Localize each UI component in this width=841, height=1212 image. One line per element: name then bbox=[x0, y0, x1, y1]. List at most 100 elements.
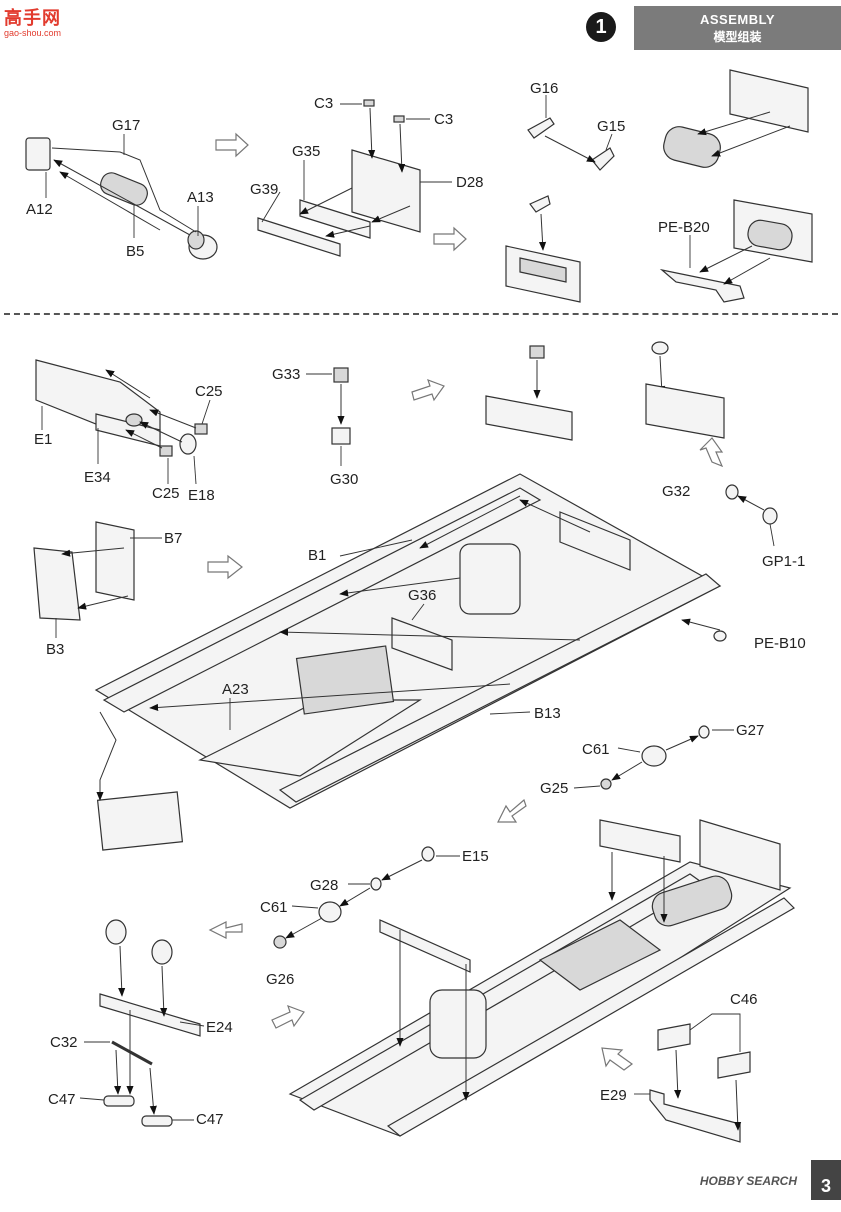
subassembly-upper-brackets bbox=[485, 341, 725, 468]
label-e15: E15 bbox=[462, 848, 489, 865]
assembled-chassis bbox=[288, 819, 795, 1137]
part-c25-top bbox=[194, 423, 208, 435]
label-g16: G16 bbox=[530, 80, 558, 97]
label-b13: B13 bbox=[534, 705, 561, 722]
part-g26 bbox=[273, 935, 287, 949]
label-c25-bottom: C25 bbox=[152, 485, 180, 502]
subassembly-c61-lower: E15 G28 C61 G26 bbox=[260, 846, 489, 988]
part-b5-drum bbox=[100, 172, 148, 206]
site-logo-title: 高手网 bbox=[4, 8, 61, 29]
part-g16-lever bbox=[527, 117, 555, 139]
label-b3: B3 bbox=[46, 641, 64, 658]
label-a23: A23 bbox=[222, 681, 249, 698]
part-g33 bbox=[333, 367, 349, 383]
label-g32: G32 bbox=[662, 483, 690, 500]
part-gp1-1 bbox=[762, 507, 778, 525]
main-chassis-frame: B1 G36 A23 B13 bbox=[94, 473, 722, 851]
part-g30 bbox=[331, 427, 351, 445]
hollow-arrow-icon bbox=[601, 1047, 634, 1071]
part-c32-rod bbox=[111, 1040, 153, 1066]
assembled-front-bracket bbox=[599, 819, 681, 863]
label-g30: G30 bbox=[330, 471, 358, 488]
label-c61-upper: C61 bbox=[582, 741, 610, 758]
hollow-arrow-icon bbox=[411, 378, 445, 402]
label-g25: G25 bbox=[540, 780, 568, 797]
assembled-rear-bracket bbox=[379, 919, 471, 973]
label-g35: G35 bbox=[292, 143, 320, 160]
part-a23-tray bbox=[198, 699, 423, 777]
part-c61-lower bbox=[318, 901, 342, 923]
part-c47-left bbox=[103, 1095, 135, 1107]
subassembly-g32-gp1: G32 GP1-1 PE-B10 bbox=[662, 483, 806, 652]
assembled-chassis-outline bbox=[288, 861, 792, 1137]
part-c3-right bbox=[393, 115, 405, 123]
label-c47-right: C47 bbox=[196, 1111, 224, 1128]
label-e29: E29 bbox=[600, 1087, 627, 1104]
label-c61-lower: C61 bbox=[260, 899, 288, 916]
label-e1: E1 bbox=[34, 431, 52, 448]
label-c3-top: C3 bbox=[314, 95, 333, 112]
hollow-arrow-icon bbox=[271, 1004, 305, 1029]
label-g15: G15 bbox=[597, 118, 625, 135]
part-c3-top bbox=[363, 99, 375, 107]
assembled-gearbox bbox=[429, 989, 487, 1059]
hollow-arrow-icon bbox=[215, 132, 249, 158]
part-rear-bumper bbox=[96, 791, 184, 851]
label-e24: E24 bbox=[206, 1019, 233, 1036]
subassembly-gearbox: B7 B3 bbox=[33, 521, 182, 658]
label-g26: G26 bbox=[266, 971, 294, 988]
site-logo: 高手网 gao-shou.com bbox=[4, 4, 74, 42]
hollow-arrow-icon bbox=[497, 798, 527, 823]
part-c61-upper bbox=[641, 745, 667, 767]
label-c3-right: C3 bbox=[434, 111, 453, 128]
label-b1: B1 bbox=[308, 547, 326, 564]
part-g28 bbox=[370, 877, 382, 891]
label-g17: G17 bbox=[112, 117, 140, 134]
part-c25-bottom bbox=[159, 445, 173, 457]
label-g39: G39 bbox=[250, 181, 278, 198]
part-e18-wheel bbox=[179, 433, 197, 455]
label-pe-b10: PE-B10 bbox=[754, 635, 806, 652]
part-b7-cover bbox=[95, 521, 135, 601]
part-c46-left bbox=[657, 1023, 691, 1051]
part-engine-block bbox=[295, 645, 395, 715]
part-c46-right bbox=[717, 1051, 751, 1079]
part-bracket-mid bbox=[485, 395, 573, 441]
site-logo-url: gao-shou.com bbox=[4, 28, 62, 38]
part-gearbox-mounted bbox=[459, 543, 521, 615]
part-b1-rail bbox=[102, 487, 542, 713]
part-c47-right bbox=[141, 1115, 173, 1127]
part-e24-beam bbox=[99, 993, 201, 1037]
subassembly-levers: G16 G15 bbox=[505, 80, 625, 303]
hollow-arrow-icon bbox=[433, 226, 467, 252]
label-a12: A12 bbox=[26, 201, 53, 218]
assembled-winch-frame bbox=[699, 819, 781, 891]
label-d28: D28 bbox=[456, 174, 484, 191]
part-b13-rail bbox=[278, 573, 722, 803]
step-number-badge: 1 bbox=[586, 12, 616, 42]
hobby-search-watermark: HOBBY SEARCH bbox=[699, 1174, 797, 1188]
page-number: 3 bbox=[811, 1160, 841, 1200]
part-a12-housing bbox=[25, 137, 51, 171]
part-g36 bbox=[391, 617, 453, 671]
part-g25 bbox=[600, 778, 612, 790]
section-header: ASSEMBLY 模型组装 bbox=[634, 6, 841, 50]
label-gp1-1: GP1-1 bbox=[762, 553, 805, 570]
part-g15-lever bbox=[591, 147, 615, 171]
label-e18: E18 bbox=[188, 487, 215, 504]
part-bracket-right bbox=[645, 383, 725, 439]
subassembly-suspension: E24 C32 C47 C47 bbox=[48, 919, 233, 1128]
subassembly-cable-drum: G17 A12 B5 A13 bbox=[25, 117, 218, 260]
assembled-engine bbox=[538, 919, 662, 991]
label-g36: G36 bbox=[408, 587, 436, 604]
part-g32 bbox=[725, 484, 739, 500]
subassembly-c46-e29: C46 E29 bbox=[600, 991, 758, 1143]
assembled-winch bbox=[651, 875, 733, 927]
subassembly-front-bracket: C25 E1 E34 C25 E18 bbox=[34, 359, 223, 504]
part-winch-frame bbox=[729, 69, 809, 133]
part-e29-bracket bbox=[649, 1089, 741, 1143]
section-title-cn: 模型组装 bbox=[713, 30, 762, 44]
section-title-en: ASSEMBLY bbox=[699, 12, 776, 27]
